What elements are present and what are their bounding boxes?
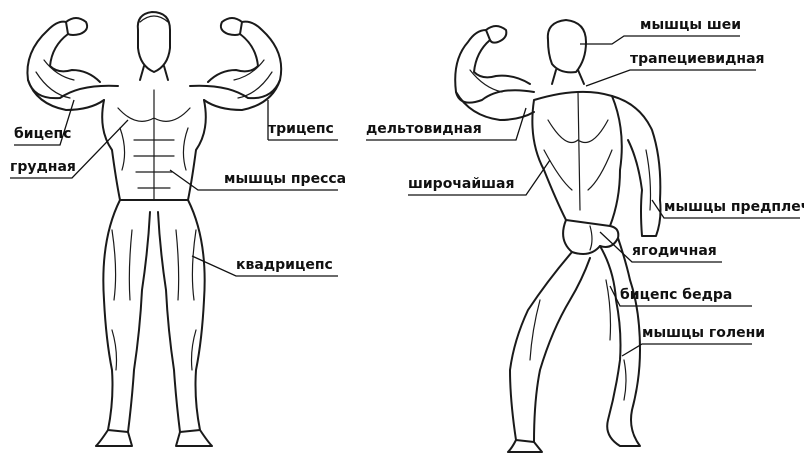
label-hamstring: бицепс бедра xyxy=(620,287,732,303)
label-deltoid: дельтовидная xyxy=(366,121,482,137)
back-figure xyxy=(455,20,660,452)
label-calf: мышцы голени xyxy=(642,325,765,341)
label-forearm: мышцы предплечья xyxy=(664,199,804,215)
label-triceps: трицепс xyxy=(268,121,334,137)
front-figure xyxy=(27,12,281,446)
label-trapezius: трапециевидная xyxy=(630,51,765,67)
label-chest: грудная xyxy=(10,159,76,175)
label-biceps: бицепс xyxy=(14,126,71,142)
label-gluteus: ягодичная xyxy=(632,243,717,259)
label-abs: мышцы пресса xyxy=(224,171,346,187)
label-neck: мышцы шеи xyxy=(640,17,741,33)
label-latissimus: широчайшая xyxy=(408,176,515,192)
label-quadriceps: квадрицепс xyxy=(236,257,333,273)
